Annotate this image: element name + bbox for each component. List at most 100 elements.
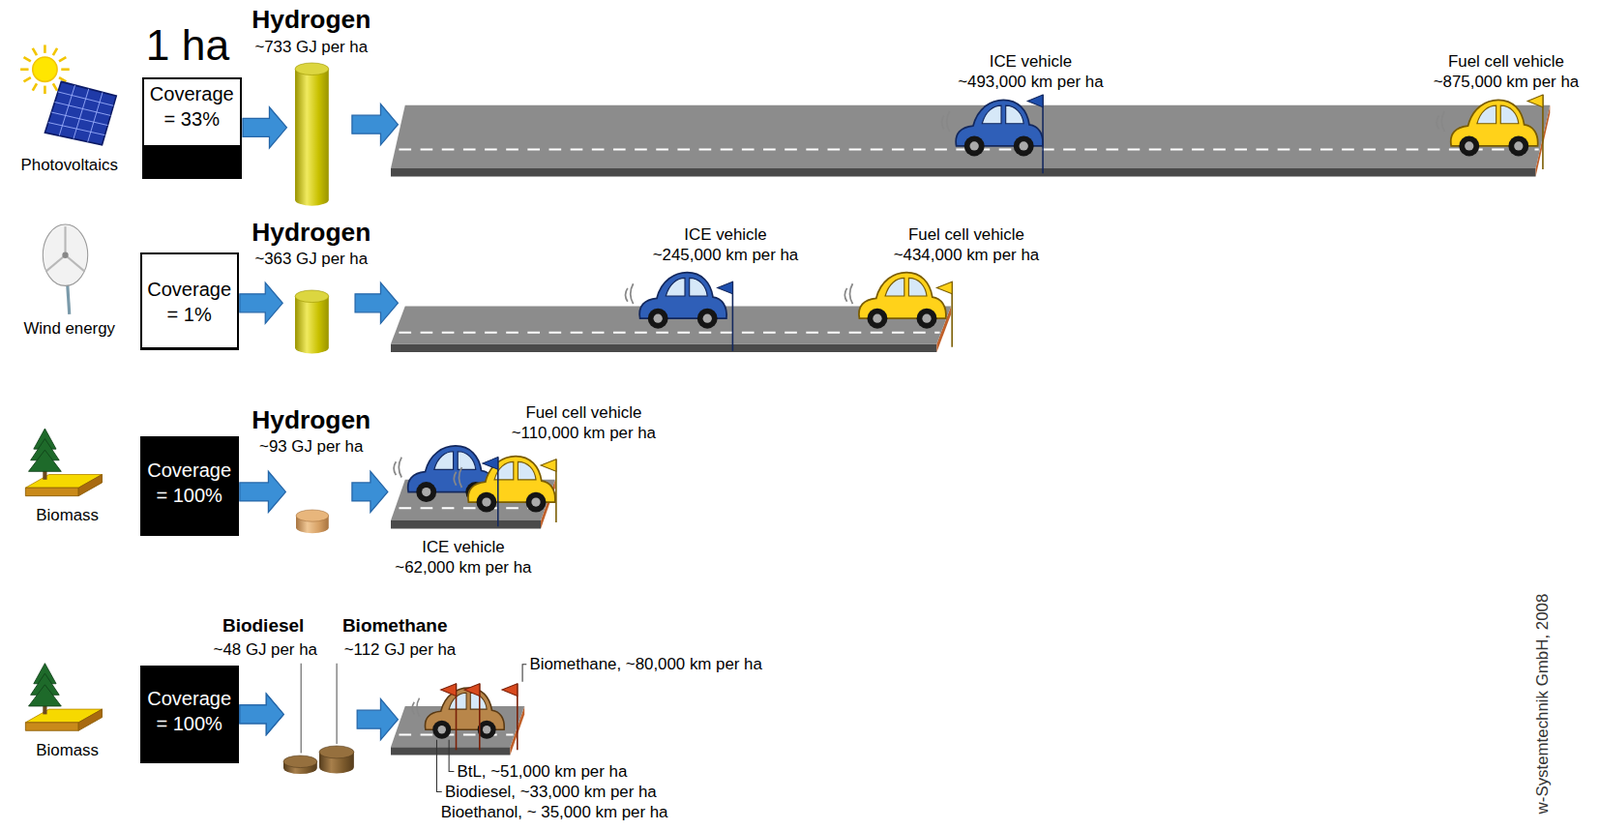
range-label: Fuel cell vehicle ~110,000 km per ha (510, 402, 657, 444)
coverage-text: Coverage = 33% (144, 81, 240, 132)
source-label: Photovoltaics (21, 154, 119, 176)
range-flag (936, 281, 952, 348)
range-flag (1527, 94, 1543, 170)
flag-cloth (1027, 94, 1043, 108)
motion-lines (453, 467, 462, 488)
ice-car (625, 272, 728, 329)
sun-ray (43, 44, 47, 53)
fuel-cylinder: Biodiesel~48 GJ per ha (283, 755, 318, 774)
car-wheel (526, 492, 547, 513)
wheel-hub (421, 487, 431, 497)
fuel-name: Hydrogen (251, 404, 371, 437)
energy-yield: ~48 GJ per ha (213, 639, 318, 660)
panel-grid (51, 112, 108, 126)
leader-line (522, 664, 527, 682)
credit-watermark: w-Systemtechnik GmbH, 2008 (1532, 593, 1553, 815)
cylinder-shape (319, 745, 355, 773)
sun-disc (32, 57, 58, 82)
sun-ray (23, 77, 30, 82)
turbine-blade (45, 255, 65, 272)
coverage-box: Coverage = 1% (140, 252, 239, 351)
car-wheel (1013, 136, 1035, 157)
coverage-box: Coverage = 33% (142, 77, 242, 178)
road-side (390, 343, 937, 352)
wheel-hub (1513, 141, 1523, 150)
cylinder-shape (296, 509, 329, 534)
fuel-cell-car (844, 272, 947, 329)
car-window (885, 277, 905, 297)
range-flag (502, 683, 518, 751)
fuel-name: Biodiesel (222, 614, 304, 638)
sun-ray (53, 48, 58, 56)
turbine-blade (65, 255, 86, 272)
car-wheel (917, 308, 938, 329)
car-wheel (476, 492, 498, 513)
road-side (390, 746, 510, 755)
sun-ray (43, 86, 47, 94)
flag-cloth (936, 281, 952, 295)
range-label: ICE vehicle ~62,000 km per ha (393, 536, 533, 578)
motion-lines (412, 698, 419, 717)
fuel-cylinder: Hydrogen~93 GJ per ha (296, 509, 329, 534)
sun-ray (23, 57, 30, 61)
car-window (908, 277, 927, 297)
flow-arrow (239, 282, 283, 324)
range-label: ICE vehicle ~493,000 km per ha (956, 51, 1104, 92)
tree-crown (29, 684, 62, 707)
field-side (25, 722, 79, 731)
panel-surface (44, 81, 117, 145)
motion-lines (1436, 111, 1445, 132)
sun-ray (32, 83, 37, 90)
car-window (434, 451, 454, 471)
range-flag (441, 683, 457, 751)
car-window (457, 451, 476, 471)
flag-cloth (540, 459, 557, 473)
cylinder-body (295, 296, 329, 354)
car-window (981, 105, 1002, 124)
road (390, 105, 1550, 178)
leader-line (300, 663, 302, 754)
energy-yield: ~93 GJ per ha (259, 436, 363, 457)
flow-arrow (356, 699, 398, 741)
solar-panel (44, 81, 117, 145)
motion-lines (393, 457, 402, 478)
source-label: Biomass (35, 740, 99, 761)
car-window (1477, 105, 1497, 124)
field-side (78, 474, 102, 497)
flow-arrow (352, 471, 388, 512)
car-wheel (867, 308, 889, 329)
car-wheel (964, 136, 985, 157)
flow-arrow (239, 693, 284, 735)
road-marking (398, 506, 544, 509)
coverage-box: Coverage = 100% (140, 665, 239, 764)
biomass-icon (25, 663, 102, 732)
range-label: BtL, ~51,000 km per ha (457, 761, 628, 782)
road-surface (390, 105, 1550, 169)
car-window (448, 692, 467, 710)
coverage-text: Coverage = 1% (142, 276, 238, 327)
sun-ray (32, 48, 37, 56)
turbine-hub (61, 252, 68, 259)
fuel-name: Hydrogen (251, 3, 371, 36)
coverage-box: Coverage = 100% (140, 436, 239, 535)
road-marking (398, 331, 940, 334)
biofuel-car (412, 687, 504, 740)
wheel-hub (653, 314, 663, 324)
flag-cloth (502, 683, 518, 697)
panel-grid (48, 122, 106, 136)
energy-yield: ~363 GJ per ha (254, 248, 368, 269)
wheel-hub (872, 314, 882, 324)
leader-line (436, 740, 442, 793)
sun-ray (20, 67, 29, 71)
cylinder-top (283, 755, 318, 769)
fuel-cylinder: Biomethane~112 GJ per ha (319, 745, 355, 773)
flag-cloth (482, 457, 499, 471)
source-label: Wind energy (23, 318, 116, 339)
fuel-name: Biomethane (342, 614, 448, 638)
energy-yield: ~112 GJ per ha (344, 639, 456, 660)
wheel-hub (703, 314, 712, 324)
car-window (1006, 105, 1025, 124)
sun-ray (59, 57, 66, 61)
motion-lines (942, 111, 950, 132)
